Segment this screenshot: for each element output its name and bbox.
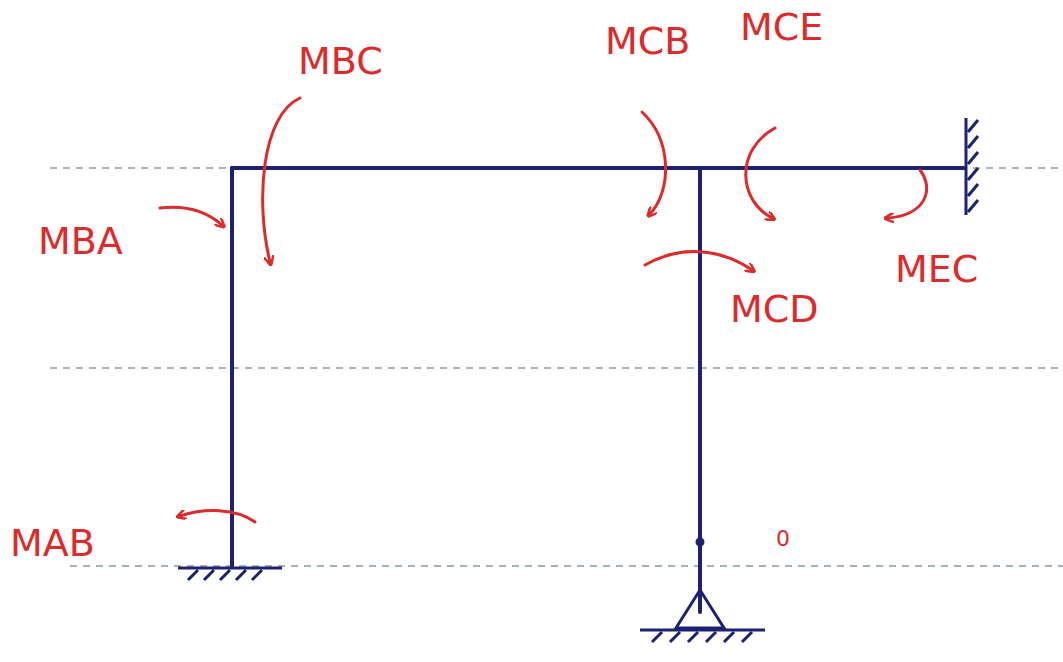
moment-label: MCD	[730, 290, 819, 328]
moment-label: MAB	[10, 524, 95, 562]
moment-label: MBC	[298, 42, 383, 80]
moment-label: MBA	[38, 222, 123, 260]
moment-arrow	[160, 98, 927, 522]
grid-line	[50, 168, 1063, 566]
moment-label: MCE	[740, 8, 823, 46]
moment-label: MCB	[605, 22, 690, 60]
moment-label: MEC	[895, 250, 978, 288]
frame-member	[232, 168, 965, 612]
pin-support	[640, 539, 765, 642]
node-mark: 0	[776, 528, 790, 550]
fixed-wall	[966, 118, 978, 215]
fixed-support	[178, 568, 282, 580]
